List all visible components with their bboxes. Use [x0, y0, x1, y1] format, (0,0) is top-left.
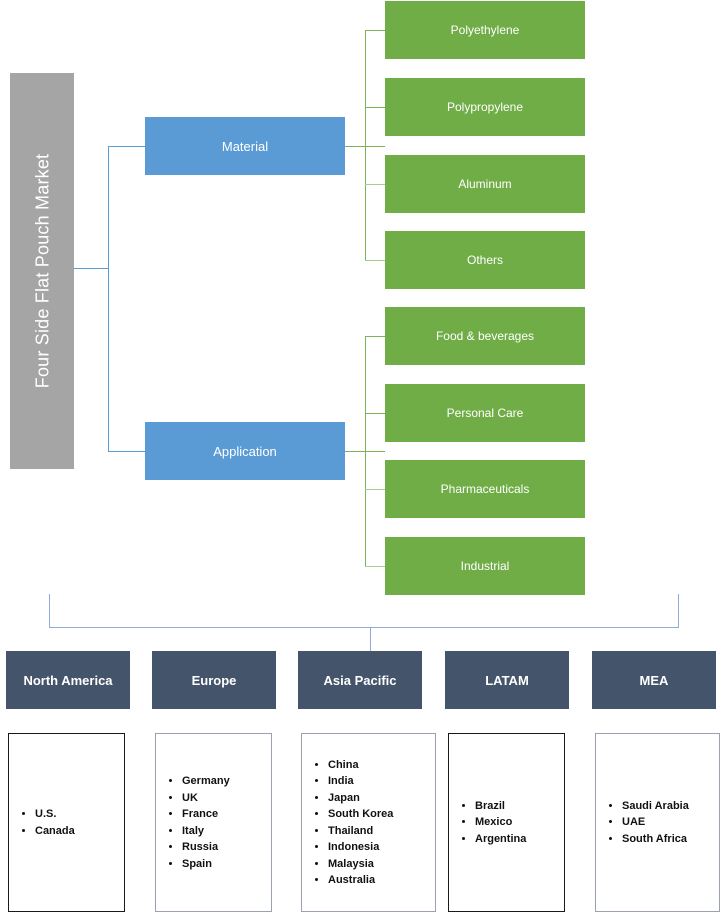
connector-to-others	[365, 260, 385, 261]
child-box-food-beverages[interactable]: Food & beverages	[385, 307, 585, 365]
child-label-personal-care: Personal Care	[446, 406, 524, 420]
child-box-aluminum[interactable]: Aluminum	[385, 155, 585, 213]
list-item: Japan	[328, 790, 435, 807]
list-item: Argentina	[475, 831, 564, 848]
country-list-asia-pacific: China India Japan South Korea Thailand I…	[302, 757, 435, 889]
list-item: France	[182, 806, 271, 823]
connector-to-pharmaceuticals	[365, 489, 385, 490]
segment-box-application[interactable]: Application	[145, 422, 345, 480]
region-header-mea[interactable]: MEA	[592, 651, 716, 709]
child-label-industrial: Industrial	[460, 559, 510, 573]
root-market-bar: Four Side Flat Pouch Market	[10, 73, 74, 469]
connector-to-aluminum	[365, 184, 385, 185]
country-list-north-america: U.S. Canada	[9, 806, 124, 839]
child-box-pharmaceuticals[interactable]: Pharmaceuticals	[385, 460, 585, 518]
connector-root-stub	[74, 268, 108, 269]
region-label-latam: LATAM	[485, 672, 529, 688]
segment-label-application: Application	[213, 443, 277, 459]
connector-to-polyethylene	[365, 30, 385, 31]
region-header-europe[interactable]: Europe	[152, 651, 276, 709]
connector-region-bus-drop	[370, 627, 371, 651]
list-item: India	[328, 773, 435, 790]
connector-to-food-beverages	[365, 336, 385, 337]
region-label-north-america: North America	[23, 672, 113, 688]
connector-to-polypropylene	[365, 107, 385, 108]
region-header-latam[interactable]: LATAM	[445, 651, 569, 709]
list-item: South Africa	[622, 831, 719, 848]
connector-region-bus-left	[49, 594, 50, 628]
connector-to-industrial	[365, 566, 385, 567]
child-box-polypropylene[interactable]: Polypropylene	[385, 78, 585, 136]
connector-to-material	[108, 146, 145, 147]
connector-to-application	[108, 451, 145, 452]
region-list-mea: Saudi Arabia UAE South Africa	[595, 733, 720, 912]
child-label-polyethylene: Polyethylene	[450, 23, 520, 37]
list-item: Germany	[182, 773, 271, 790]
region-list-north-america: U.S. Canada	[8, 733, 125, 912]
list-item: Malaysia	[328, 856, 435, 873]
child-label-food-beverages: Food & beverages	[435, 329, 535, 343]
region-list-asia-pacific: China India Japan South Korea Thailand I…	[301, 733, 436, 912]
list-item: Mexico	[475, 814, 564, 831]
connector-level1-spine	[108, 146, 109, 451]
list-item: Brazil	[475, 798, 564, 815]
list-item: Italy	[182, 823, 271, 840]
region-label-asia-pacific: Asia Pacific	[323, 672, 397, 688]
region-label-europe: Europe	[191, 672, 237, 688]
segment-box-material[interactable]: Material	[145, 117, 345, 175]
list-item: Russia	[182, 839, 271, 856]
list-item: Saudi Arabia	[622, 798, 719, 815]
child-box-polyethylene[interactable]: Polyethylene	[385, 1, 585, 59]
list-item: UK	[182, 790, 271, 807]
root-market-label: Four Side Flat Pouch Market	[32, 153, 52, 389]
connector-region-bus-right	[678, 594, 679, 628]
connector-application-spine	[365, 336, 366, 567]
region-header-north-america[interactable]: North America	[6, 651, 130, 709]
child-box-industrial[interactable]: Industrial	[385, 537, 585, 595]
list-item: China	[328, 757, 435, 774]
region-list-europe: Germany UK France Italy Russia Spain	[155, 733, 272, 912]
region-label-mea: MEA	[639, 672, 669, 688]
list-item: Australia	[328, 872, 435, 889]
child-label-others: Others	[466, 253, 503, 267]
child-box-others[interactable]: Others	[385, 231, 585, 289]
child-label-pharmaceuticals: Pharmaceuticals	[440, 482, 530, 496]
list-item: Indonesia	[328, 839, 435, 856]
connector-material-spine	[365, 30, 366, 261]
list-item: South Korea	[328, 806, 435, 823]
list-item: UAE	[622, 814, 719, 831]
region-header-asia-pacific[interactable]: Asia Pacific	[298, 651, 422, 709]
list-item: Spain	[182, 856, 271, 873]
country-list-latam: Brazil Mexico Argentina	[449, 798, 564, 848]
connector-region-bus-horizontal	[49, 627, 679, 628]
child-label-aluminum: Aluminum	[458, 177, 512, 191]
child-box-personal-care[interactable]: Personal Care	[385, 384, 585, 442]
region-list-latam: Brazil Mexico Argentina	[448, 733, 565, 912]
country-list-europe: Germany UK France Italy Russia Spain	[156, 773, 271, 872]
list-item: U.S.	[35, 806, 124, 823]
connector-to-personal-care	[365, 413, 385, 414]
segment-label-material: Material	[221, 138, 269, 154]
list-item: Thailand	[328, 823, 435, 840]
list-item: Canada	[35, 823, 124, 840]
child-label-polypropylene: Polypropylene	[446, 100, 524, 114]
country-list-mea: Saudi Arabia UAE South Africa	[596, 798, 719, 848]
